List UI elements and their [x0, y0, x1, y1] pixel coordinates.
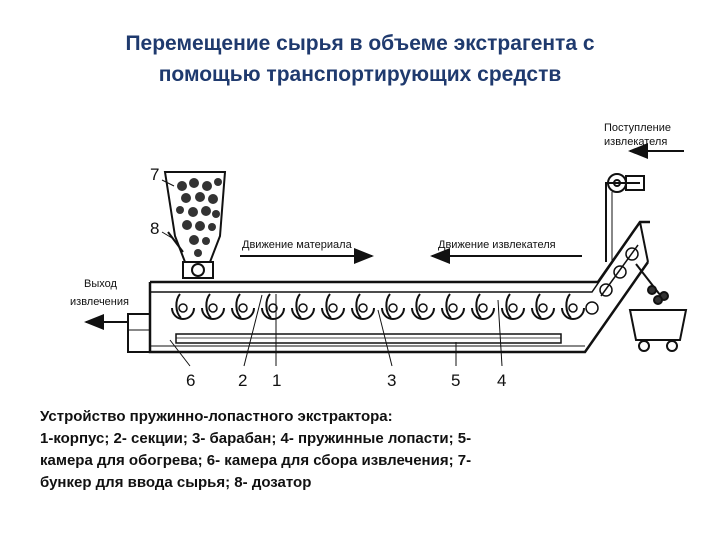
- leader-3: [377, 309, 393, 367]
- extractant-motion-label: Движение извлекателя: [438, 239, 556, 251]
- inclined-section: [585, 244, 639, 315]
- leader-4: [497, 299, 503, 367]
- drum: [171, 293, 195, 320]
- inlet-pipe: [605, 173, 645, 262]
- drum: [291, 293, 315, 320]
- inlet-label-1: Поступление: [604, 122, 671, 134]
- incline-drum: [585, 301, 599, 315]
- part-number-6: 6: [186, 371, 195, 390]
- part-number-8: 8: [150, 219, 159, 238]
- part-number-3: 3: [387, 371, 396, 390]
- drum: [231, 293, 255, 320]
- drum: [411, 293, 435, 320]
- hopper: [163, 171, 227, 279]
- part-number-1: 1: [272, 371, 281, 390]
- leader-6: [169, 339, 191, 367]
- caption-line-4: бункер для ввода сырья; 8- дозатор: [40, 474, 312, 491]
- drum: [321, 293, 345, 320]
- title-line-2: помощью транспортирующих средств: [158, 63, 562, 86]
- caption-line-1: Устройство пружинно-лопастного экстракто…: [40, 408, 393, 425]
- drum: [441, 293, 465, 320]
- drum: [261, 293, 285, 320]
- leader-7: [161, 179, 175, 187]
- part-number-4: 4: [497, 371, 506, 390]
- discharge-cart: [628, 263, 688, 352]
- legend-caption: Устройство пружинно-лопастного экстракто…: [40, 406, 680, 494]
- part-number-5: 5: [451, 371, 460, 390]
- incline-drum: [613, 265, 627, 279]
- incline-drum: [625, 247, 639, 261]
- drum: [501, 293, 525, 320]
- drum: [531, 293, 555, 320]
- doser: [167, 231, 205, 277]
- drum-row: [171, 293, 585, 320]
- caption-line-2: 1-корпус; 2- секции; 3- барабан; 4- пруж…: [40, 430, 472, 447]
- part-number-7: 7: [150, 165, 159, 184]
- slide-title: Перемещение сырья в объеме экстрагента с…: [0, 28, 720, 90]
- outlet-label-2: извлечения: [70, 296, 129, 308]
- collection-chamber: [127, 313, 151, 353]
- inlet-label-2: извлекателя: [604, 136, 667, 148]
- material-motion-label: Движение материала: [242, 239, 353, 251]
- extractor-body: [148, 220, 650, 354]
- incline-drum: [599, 283, 613, 297]
- drum: [201, 293, 225, 320]
- caption-line-3: камера для обогрева; 6- камера для сбора…: [40, 452, 472, 469]
- outlet-label-1: Выход: [84, 278, 117, 290]
- drum: [351, 293, 375, 320]
- leader-2: [243, 294, 263, 367]
- drum: [561, 293, 585, 320]
- drum: [471, 293, 495, 320]
- part-number-2: 2: [238, 371, 247, 390]
- extractor-diagram: Поступление извлекателя Выход извлечения…: [70, 122, 688, 390]
- leader-8: [161, 231, 173, 239]
- title-line-1: Перемещение сырья в объеме экстрагента с: [125, 32, 595, 55]
- drum: [381, 293, 405, 320]
